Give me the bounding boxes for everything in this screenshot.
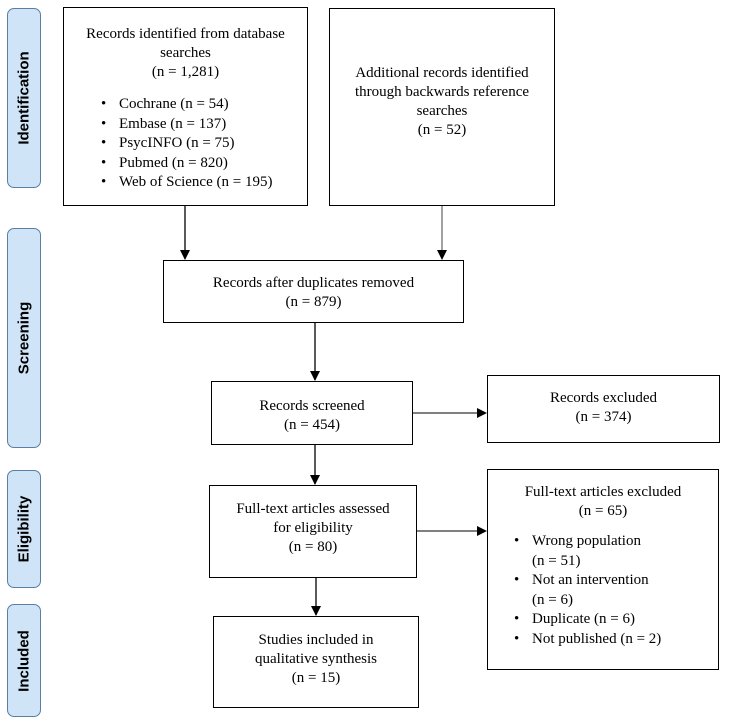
database-source-list: Cochrane (n = 54) Embase (n = 137) PsycI…	[64, 95, 307, 193]
exclusion-reason-text: Duplicate (n = 6)	[532, 611, 636, 627]
fulltext-line1: Full-text articles assessed	[236, 501, 390, 517]
phase-identification: Identification	[7, 8, 41, 188]
excluded-count: (n = 374)	[575, 409, 632, 425]
database-source-item: Embase (n = 137)	[97, 115, 307, 135]
identified-records-box: Records identified from database searche…	[63, 7, 308, 206]
phase-eligibility: Eligibility	[7, 470, 41, 588]
included-count: (n = 15)	[291, 670, 341, 686]
fulltext-line2: for eligibility	[273, 520, 353, 536]
exclusion-reason-item: Not an intervention (n = 6)	[510, 571, 718, 610]
exclusion-reason-list: Wrong population (n = 51) Not an interve…	[488, 532, 718, 649]
database-source-item: Pubmed (n = 820)	[97, 154, 307, 174]
exclusion-reason-count: (n = 6)	[532, 591, 573, 608]
screened-count: (n = 454)	[284, 417, 340, 433]
database-source-item: PsycINFO (n = 75)	[97, 134, 307, 154]
phase-included: Included	[7, 604, 41, 717]
fulltext-count: (n = 80)	[288, 539, 338, 555]
deduplicated-line1: Records after duplicates removed	[212, 275, 415, 291]
identified-line2: searches	[160, 45, 211, 61]
included-line2: qualitative synthesis	[254, 651, 378, 667]
deduplicated-count: (n = 879)	[285, 294, 342, 310]
exclusion-reason-text: Not published (n = 2)	[532, 630, 662, 647]
excluded-line1: Records excluded	[549, 390, 658, 406]
fulltext-excluded-count: (n = 65)	[578, 503, 628, 519]
identified-count: (n = 1,281)	[151, 64, 220, 80]
database-source-item: Web of Science (n = 195)	[97, 173, 307, 193]
additional-count: (n = 52)	[417, 122, 467, 138]
additional-line3: searches	[416, 103, 468, 119]
exclusion-reason-item: Wrong population (n = 51)	[510, 532, 718, 571]
identified-line1: Records identified from database	[86, 26, 285, 42]
fulltext-excluded-box: Full-text articles excluded (n = 65) Wro…	[487, 469, 719, 670]
exclusion-reason-text: Not an intervention	[532, 572, 649, 588]
additional-line1: Additional records identified	[355, 65, 529, 81]
exclusion-reason-item: Duplicate (n = 6)	[510, 610, 718, 630]
phase-screening: Screening	[7, 228, 41, 448]
deduplicated-records-box: Records after duplicates removed (n = 87…	[163, 260, 464, 323]
screened-records-box: Records screened (n = 454)	[211, 381, 413, 445]
fulltext-assessed-box: Full-text articles assessed for eligibil…	[209, 485, 417, 578]
excluded-records-box: Records excluded (n = 374)	[487, 375, 720, 443]
additional-line2: through backwards reference	[354, 84, 530, 100]
fulltext-excluded-line1: Full-text articles excluded	[524, 484, 682, 500]
exclusion-reason-text: Wrong population	[532, 533, 641, 549]
database-source-item: Cochrane (n = 54)	[97, 95, 307, 115]
exclusion-reason-item: Not published (n = 2)	[510, 630, 718, 650]
additional-records-box: Additional records identified through ba…	[329, 8, 555, 206]
screened-line1: Records screened	[259, 398, 365, 414]
included-line1: Studies included in	[258, 632, 374, 648]
exclusion-reason-count: (n = 51)	[532, 552, 581, 569]
included-studies-box: Studies included in qualitative synthesi…	[213, 616, 419, 708]
